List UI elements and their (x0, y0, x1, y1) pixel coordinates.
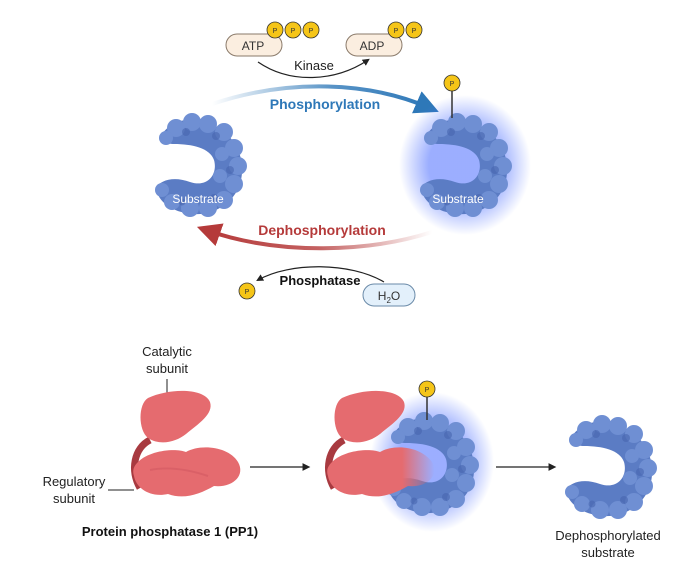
released-phosphate-icon (238, 282, 256, 300)
atp-phosphates: P P P (266, 21, 320, 39)
phosphate-icon (302, 21, 320, 39)
svg-text:P: P (450, 81, 455, 88)
adp-label: ADP (360, 39, 385, 53)
phosphatase-label: Phosphatase (280, 273, 361, 288)
water-pill: H2O (362, 283, 416, 307)
phosphate-icon (418, 380, 436, 398)
pp1-enzyme (131, 390, 241, 497)
svg-text:P: P (425, 387, 430, 394)
dephos-label-2: substrate (581, 545, 634, 560)
water-label: H2O (378, 289, 400, 305)
catalytic-label-2: subunit (146, 361, 188, 376)
phosphate-icon (443, 74, 461, 92)
phosphorylation-label: Phosphorylation (270, 96, 380, 112)
dephosphorylated-substrate (565, 415, 657, 519)
atp-label: ATP (242, 39, 264, 53)
adp-pill: ADP (345, 33, 403, 57)
pp1-label: Protein phosphatase 1 (PP1) (82, 524, 258, 539)
atp-pill: ATP (225, 33, 283, 57)
phosphate-icon (284, 21, 302, 39)
kinase-label: Kinase (294, 58, 334, 73)
dephosphorylation-label: Dephosphorylation (258, 222, 386, 238)
phosphorylation-arrow (211, 84, 439, 114)
svg-text:P: P (291, 28, 296, 35)
pp1-substrate-complex: P (325, 380, 494, 532)
regulatory-label-2: subunit (53, 491, 95, 506)
adp-phosphates: P P (387, 21, 423, 39)
substrate-right-label: Substrate (432, 192, 484, 206)
phosphate-icon (387, 21, 405, 39)
substrate-left-label: Substrate (172, 192, 224, 206)
kinase-arrow (257, 58, 370, 79)
dephos-label: Dephosphorylated (555, 528, 661, 543)
phosphate-icon (405, 21, 423, 39)
svg-text:P: P (412, 28, 417, 35)
phosphatase-arrow (256, 266, 385, 283)
svg-text:P: P (245, 289, 250, 296)
phosphate-icon (266, 21, 284, 39)
catalytic-label: Catalytic (142, 344, 192, 359)
svg-text:P: P (273, 28, 278, 35)
svg-text:P: P (394, 28, 399, 35)
regulatory-label: Regulatory (43, 474, 106, 489)
svg-text:P: P (309, 28, 314, 35)
dephosphorylation-arrow (196, 223, 433, 251)
